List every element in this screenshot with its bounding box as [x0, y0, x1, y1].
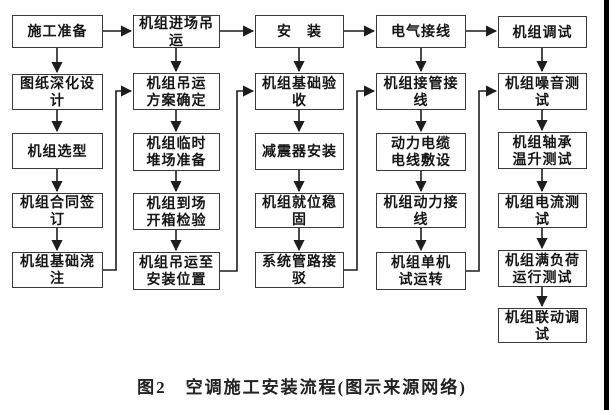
step-unit-contract-signing: 机组合同签订 [12, 193, 103, 228]
step-drawing-deepening-design: 图纸深化设计 [12, 74, 103, 110]
connector-col4-to-col5 [466, 85, 498, 272]
step-system-piping-connection: 系统管路接驳 [255, 252, 344, 288]
step-hoisting-plan-confirm: 机组吊运 方案确定 [133, 73, 220, 110]
figure-caption: 图2 空调施工安装流程(图示来源网络) [137, 378, 467, 397]
step-electrical-wiring: 电气接线 [376, 15, 466, 48]
step-hoist-to-install-position: 机组吊运至 安装位置 [133, 252, 220, 290]
step-installation: 安 装 [255, 15, 344, 48]
step-construction-prep: 施工准备 [12, 15, 103, 48]
step-unit-selection: 机组选型 [12, 133, 103, 169]
step-single-unit-test-run: 机组单机 试运转 [376, 252, 466, 290]
right-edge-black-bar [604, 0, 609, 410]
step-foundation-acceptance: 机组基础验收 [255, 73, 344, 110]
step-damper-install: 减震器安装 [255, 133, 344, 170]
step-unit-pipe-wire-connection: 机组接管接线 [376, 73, 466, 110]
step-arrival-unboxing-inspection: 机组到场 开箱检验 [133, 193, 220, 230]
step-unit-commissioning: 机组调试 [498, 16, 587, 48]
step-unit-site-hoisting: 机组进场吊运 [133, 15, 220, 48]
step-linkage-commissioning: 机组联动调试 [498, 308, 587, 343]
step-full-load-run-test: 机组满负荷 运行测试 [498, 250, 587, 287]
connector-col3-to-col4 [344, 85, 376, 271]
step-unit-foundation-pouring: 机组基础浇注 [12, 252, 103, 288]
step-noise-test: 机组噪音测试 [498, 73, 587, 110]
step-current-test: 机组电流测试 [498, 193, 587, 228]
step-unit-positioning-securing: 机组就位稳固 [255, 193, 344, 228]
step-power-cable-laying: 动力电缆 电线敷设 [376, 133, 466, 171]
connector-col1-to-col2 [103, 85, 133, 271]
step-temp-storage-prep: 机组临时 堆场准备 [133, 133, 220, 171]
step-unit-power-connection: 机组动力接线 [376, 193, 466, 228]
connector-col2-to-col3 [220, 85, 255, 272]
step-bearing-temp-rise-test: 机组轴承 温升测试 [498, 132, 587, 169]
